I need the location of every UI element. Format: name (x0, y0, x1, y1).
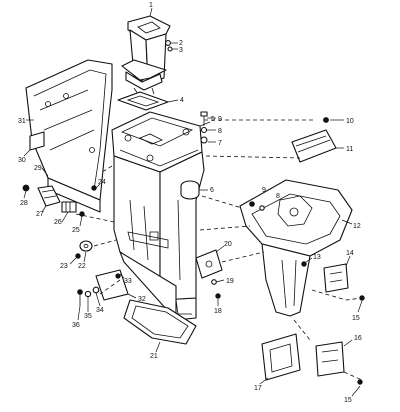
callout-14: 14 (346, 250, 354, 257)
rubber-mount-6 (180, 180, 200, 200)
callout-21: 21 (150, 353, 158, 360)
bolt-15-upper (359, 295, 365, 301)
washer-19 (211, 279, 217, 285)
assembly-lines (75, 119, 363, 381)
screw-18 (215, 293, 221, 299)
callout-5: 5 (211, 116, 215, 123)
seal-ring-21 (123, 299, 197, 345)
callout-10: 10 (346, 118, 354, 125)
fitting-26 (61, 201, 77, 213)
callout-6: 6 (210, 187, 214, 194)
callout-28: 28 (20, 200, 28, 207)
callout-23: 23 (60, 263, 68, 270)
exhaust-tube (121, 15, 171, 95)
callout-8b: 8 (276, 193, 280, 200)
callout-17: 17 (254, 385, 262, 392)
screw-28 (22, 184, 30, 192)
screw-10 (323, 117, 329, 123)
bracket-16 (315, 341, 345, 377)
callout-1: 1 (149, 2, 153, 9)
callout-34: 34 (96, 307, 104, 314)
screw-2 (165, 40, 178, 46)
callout-29: 29 (34, 165, 42, 172)
callout-13: 13 (313, 254, 321, 261)
lower-mount-12 (239, 179, 353, 317)
callout-31: 31 (18, 118, 26, 125)
callout-26: 26 (54, 219, 62, 226)
callout-22: 22 (78, 263, 86, 270)
bracket-14 (323, 263, 349, 293)
callout-2: 2 (179, 40, 183, 47)
callout-33: 33 (124, 278, 132, 285)
callout-9b: 9 (262, 187, 266, 194)
callout-7: 7 (218, 140, 222, 147)
callout-11: 11 (346, 146, 353, 153)
callout-18: 18 (214, 308, 222, 315)
callouts: 1 2 3 4 5 6 7 8 8 9 9 10 11 12 13 14 15 … (18, 2, 362, 404)
callout-19: 19 (226, 278, 234, 285)
screw-36 (77, 289, 83, 306)
gasket-4 (117, 91, 169, 111)
washer-22 (79, 240, 93, 252)
callout-35: 35 (84, 313, 92, 320)
screw-25 (79, 211, 85, 217)
callout-27: 27 (36, 211, 44, 218)
mount-cover-11 (291, 129, 337, 163)
callout-4: 4 (180, 97, 184, 104)
callout-24: 24 (98, 179, 106, 186)
bolt-9-lower (249, 201, 255, 207)
callout-8a: 8 (218, 128, 222, 135)
side-cover-31 (25, 59, 113, 213)
cover-plate-20 (195, 249, 223, 279)
callout-20: 20 (224, 241, 232, 248)
fitting-27 (37, 185, 61, 207)
callout-15b: 15 (344, 397, 352, 404)
nut-7 (200, 136, 208, 144)
callout-32: 32 (138, 296, 146, 303)
callout-25: 25 (72, 227, 80, 234)
washer-3 (167, 46, 178, 52)
callout-15a: 15 (352, 315, 360, 322)
driveshaft-housing (113, 151, 205, 321)
bracket-17 (261, 333, 301, 381)
screw-13 (301, 261, 307, 267)
washer-8-lower (259, 205, 265, 211)
bolt-15-lower (357, 379, 363, 385)
callout-16: 16 (354, 335, 362, 342)
screw-23 (75, 253, 81, 259)
callout-3: 3 (179, 47, 183, 54)
callout-36: 36 (72, 322, 80, 329)
callout-12: 12 (353, 223, 361, 230)
washer-8-upper (200, 126, 208, 134)
plate-32 (95, 269, 129, 301)
callout-30: 30 (18, 157, 26, 164)
callout-9a: 9 (218, 116, 222, 123)
washer-35 (84, 290, 92, 298)
washer-34 (92, 286, 100, 294)
screw-33 (115, 273, 121, 279)
leader-lines (23, 7, 363, 397)
decal-30 (29, 131, 45, 151)
